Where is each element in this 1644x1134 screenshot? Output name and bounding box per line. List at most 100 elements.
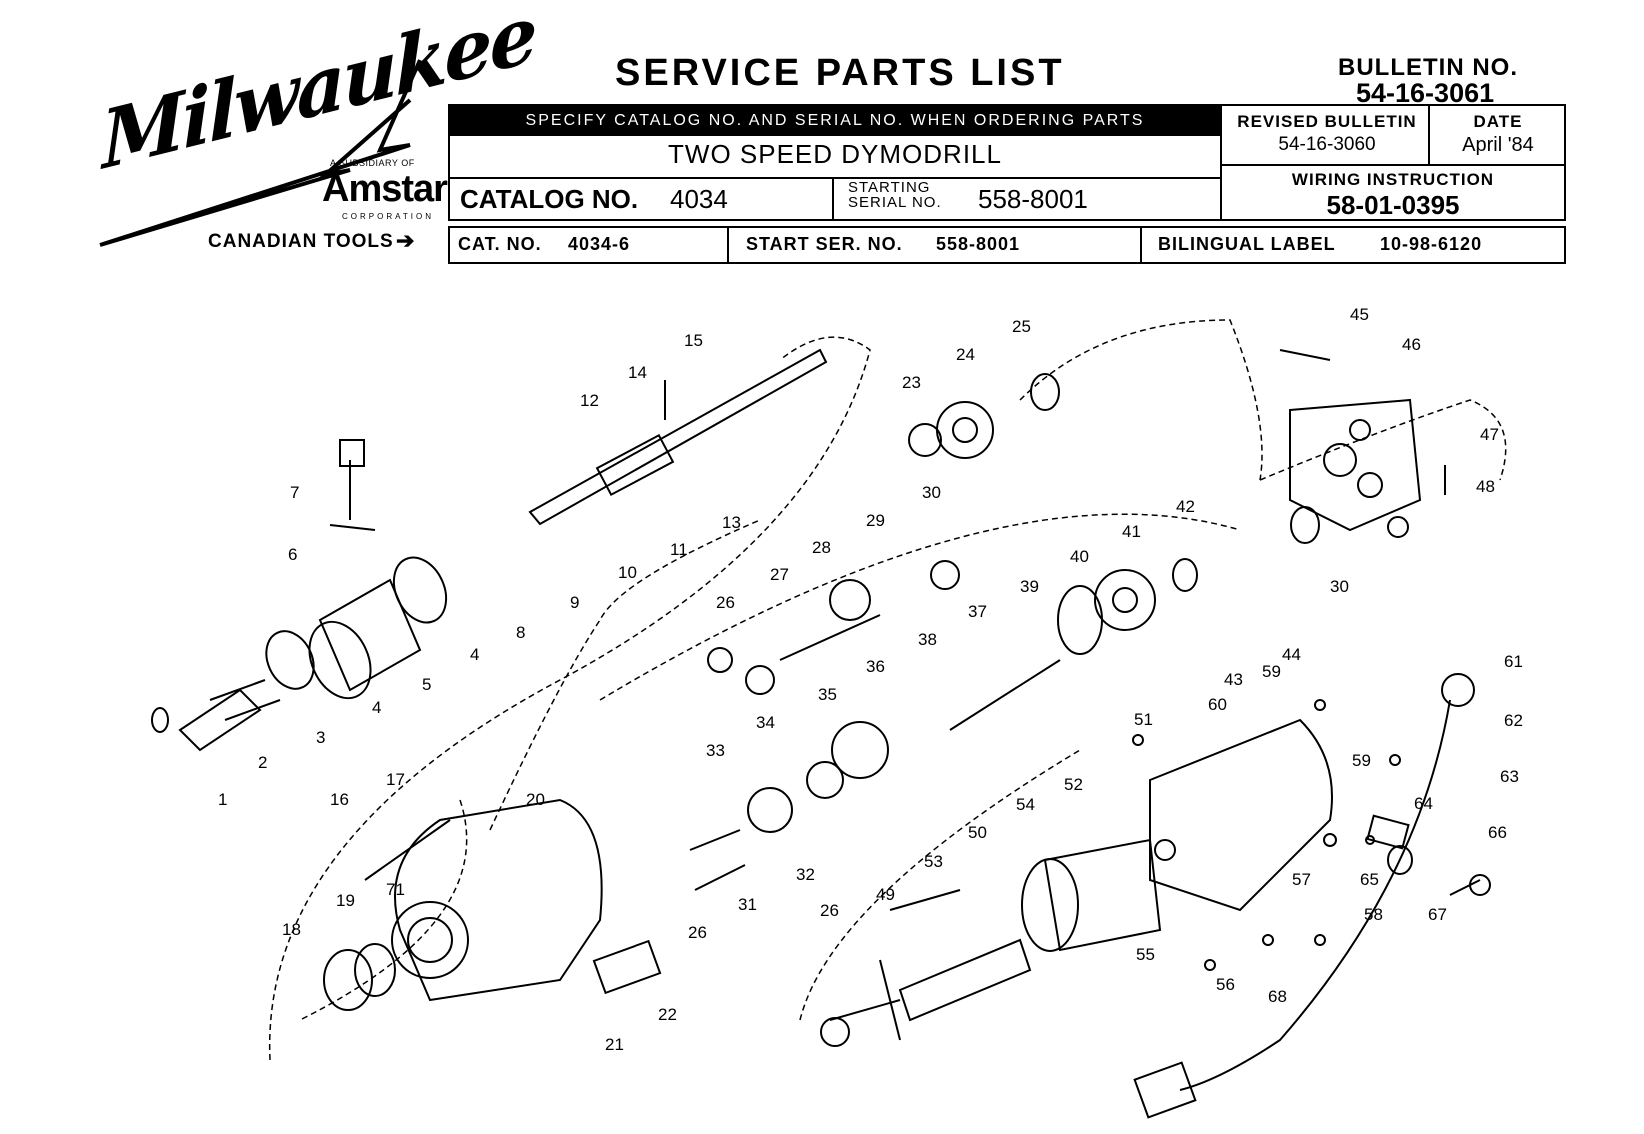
can-start-ser: 558-8001 [936,234,1021,254]
part-label: 41 [1122,522,1141,541]
part-label: 18 [282,920,301,939]
canadian-info-box: CAT. NO. 4034-6 START SER. NO. 558-8001 … [448,226,1566,264]
part-label: 22 [658,1005,677,1024]
canadian-tools-label: CANADIAN TOOLS [208,231,394,252]
part-label: 51 [1134,710,1153,729]
part-label: 58 [1364,905,1383,924]
divider [1140,228,1142,262]
part-label: 60 [1208,695,1227,714]
part-label: 48 [1476,477,1495,496]
date-value: April '84 [1462,134,1534,156]
part-label: 13 [722,513,741,532]
part-label: 36 [866,657,885,676]
part-label: 46 [1402,335,1421,354]
part-label: 9 [570,593,579,612]
part-label: 66 [1488,823,1507,842]
part-label: 52 [1064,775,1083,794]
revised-bulletin-number: 54-16-3060 [1278,134,1376,155]
part-label: 2 [258,753,267,772]
divider [450,177,1220,179]
part-label: 47 [1480,425,1499,444]
part-label: 23 [902,373,921,392]
catalog-info-box: SPECIFY CATALOG NO. AND SERIAL NO. WHEN … [448,104,1222,221]
exploded-parts-diagram: 1 2 3 4 4 5 6 7 8 9 10 11 12 13 14 15 16… [151,305,1523,1119]
part-label: 6 [288,545,297,564]
catalog-number: 4034 [670,184,728,214]
part-label: 63 [1500,767,1519,786]
part-label: 32 [796,865,815,884]
can-start-ser-label: START SER. NO. [746,234,903,254]
part-label: 15 [684,331,703,350]
bilingual-label-text: BILINGUAL LABEL [1158,234,1336,254]
ordering-note: SPECIFY CATALOG NO. AND SERIAL NO. WHEN … [450,106,1220,136]
part-number-labels: 1 2 3 4 4 5 6 7 8 9 10 11 12 13 14 15 16… [218,305,1523,1054]
part-label: 29 [866,511,885,530]
part-label: 31 [738,895,757,914]
part-label: 40 [1070,547,1089,566]
date-label: DATE [1473,112,1523,131]
part-label: 44 [1282,645,1301,664]
part-label: 26 [716,593,735,612]
part-label: 24 [956,345,975,364]
part-label: 3 [316,728,325,747]
part-label: 54 [1016,795,1035,814]
part-label: 10 [618,563,637,582]
part-label: 4 [470,645,479,664]
bulletin-label: BULLETIN NO. [1338,54,1518,81]
part-label: 39 [1020,577,1039,596]
part-label: 33 [706,741,725,760]
part-label: 34 [756,713,775,732]
can-cat-label: CAT. NO. [458,234,542,254]
part-label: 59 [1262,662,1281,681]
part-label: 27 [770,565,789,584]
can-cat-number: 4034-6 [568,234,631,254]
part-label: 71 [386,880,405,899]
part-label: 42 [1176,497,1195,516]
divider [1222,164,1564,166]
part-label: 50 [968,823,987,842]
lightning-bolt-icon [99,59,422,247]
part-label: 11 [670,540,688,559]
divider [832,177,834,221]
logo-block: Milwaukee A SUBSIDIARY OF Amstar CORPORA… [80,0,536,260]
part-label: 30 [1330,577,1349,596]
part-label: 62 [1504,711,1523,730]
part-label: 38 [918,630,937,649]
revised-bulletin-label: REVISED BULLETIN [1237,112,1417,131]
part-label: 26 [820,901,839,920]
bulletin-number: 54-16-3061 [1356,78,1495,108]
part-label: 68 [1268,987,1287,1006]
starting-serial-label: STARTING SERIAL NO. [848,179,942,211]
divider [1428,106,1430,164]
part-label: 12 [580,391,599,410]
parent-company-logo: Amstar [322,168,448,210]
part-label: 37 [968,602,987,621]
bulletin-info-box: REVISED BULLETIN 54-16-3060 DATE April '… [1220,104,1566,221]
wiring-number: 58-01-0395 [1326,190,1460,220]
part-label: 19 [336,891,355,910]
bilingual-label-number: 10-98-6120 [1380,234,1483,254]
part-label: 5 [422,675,431,694]
right-arrow-icon: ➔ [396,228,415,253]
part-label: 17 [386,770,405,789]
part-label: 65 [1360,870,1379,889]
part-label: 30 [922,483,941,502]
part-label: 57 [1292,870,1311,889]
part-label: 61 [1504,652,1523,671]
part-label: 26 [688,923,707,942]
part-label: 21 [605,1035,624,1054]
part-label: 25 [1012,317,1031,336]
part-label: 7 [290,483,299,502]
part-label: 4 [372,698,381,717]
page-title: SERVICE PARTS LIST [615,52,1065,94]
part-label: 59 [1352,751,1371,770]
part-label: 45 [1350,305,1369,324]
part-label: 1 [218,790,227,809]
part-label: 53 [924,852,943,871]
part-label: 16 [330,790,349,809]
part-label: 64 [1414,794,1433,813]
part-label: 49 [876,885,895,904]
part-label: 67 [1428,905,1447,924]
product-name: TWO SPEED DYMODRILL [668,139,1002,169]
part-label: 14 [628,363,647,382]
